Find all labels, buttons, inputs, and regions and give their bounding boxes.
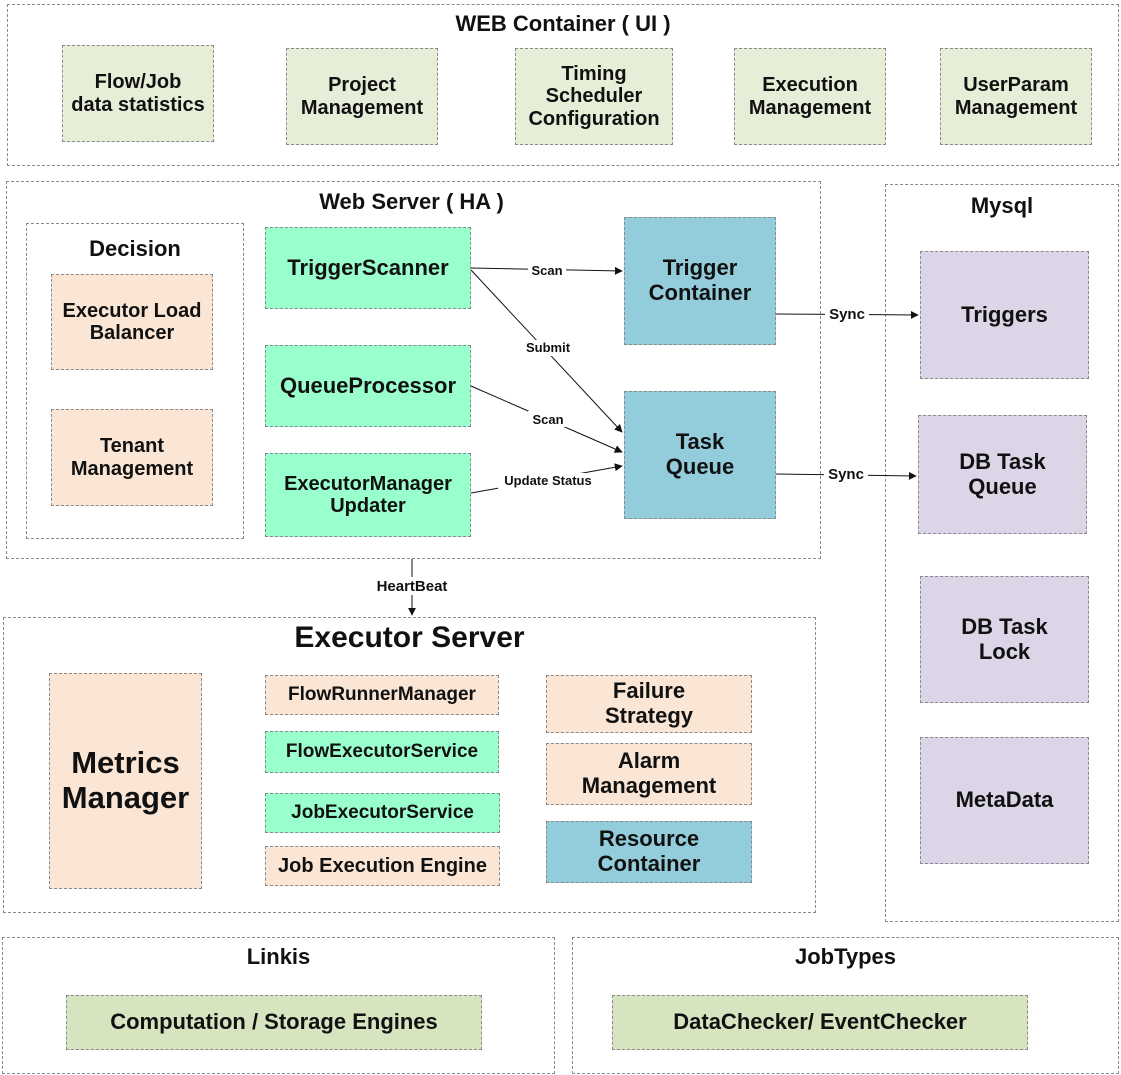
userparam-management-box: UserParam Management [940, 48, 1092, 145]
label-scan-1: Scan [531, 263, 562, 278]
mysql-container: Mysql [885, 184, 1119, 922]
mysql-title: Mysql [970, 193, 1034, 218]
web-container: WEB Container ( UI ) [7, 4, 1119, 166]
trigger-scanner-box: TriggerScanner [265, 227, 471, 309]
execution-management-box: Execution Management [734, 48, 886, 145]
label-update-status: Update Status [504, 473, 591, 488]
trigger-container-box: Trigger Container [624, 217, 776, 345]
web-server: Web Server ( HA ) [6, 181, 821, 559]
label-submit: Submit [526, 340, 571, 355]
queue-processor-box: QueueProcessor [265, 345, 471, 427]
executor-server: Executor Server [3, 617, 816, 913]
alarm-management-box: Alarm Management [546, 743, 752, 805]
jobtypes-container: JobTypes [572, 937, 1119, 1074]
job-execution-engine-box: Job Execution Engine [265, 846, 500, 886]
linkis-title: Linkis [246, 944, 311, 969]
decision-title: Decision [89, 236, 181, 261]
failure-strategy-box: Failure Strategy [546, 675, 752, 733]
datachecker-eventchecker-box: DataChecker/ EventChecker [612, 995, 1028, 1050]
label-sync-1: Sync [829, 306, 865, 323]
jobtypes-title: JobTypes [794, 944, 897, 969]
project-management-box: Project Management [286, 48, 438, 145]
triggers-box: Triggers [920, 251, 1089, 379]
flow-job-statistics-box: Flow/Job data statistics [62, 45, 214, 142]
label-scan-2: Scan [532, 412, 563, 427]
executor-server-title: Executor Server [294, 621, 525, 654]
decision-group: Decision [26, 223, 244, 539]
flow-runner-manager-box: FlowRunnerManager [265, 675, 499, 715]
job-executor-service-box: JobExecutorService [265, 793, 500, 833]
task-queue-box: Task Queue [624, 391, 776, 519]
executor-load-balancer-box: Executor Load Balancer [51, 274, 213, 370]
label-sync-2: Sync [828, 466, 864, 483]
flow-executor-service-box: FlowExecutorService [265, 731, 499, 773]
resource-container-box: Resource Container [546, 821, 752, 883]
executor-manager-updater-box: ExecutorManager Updater [265, 453, 471, 537]
label-heartbeat: HeartBeat [377, 578, 448, 595]
linkis-container: Linkis [2, 937, 555, 1074]
web-server-title: Web Server ( HA ) [319, 189, 504, 214]
db-task-lock-box: DB Task Lock [920, 576, 1089, 703]
timing-scheduler-box: Timing Scheduler Configuration [515, 48, 673, 145]
db-task-queue-box: DB Task Queue [918, 415, 1087, 534]
computation-storage-engines-box: Computation / Storage Engines [66, 995, 482, 1050]
web-container-title: WEB Container ( UI ) [455, 11, 671, 36]
metadata-box: MetaData [920, 737, 1089, 864]
metrics-manager-box: Metrics Manager [49, 673, 202, 889]
tenant-management-box: Tenant Management [51, 409, 213, 506]
